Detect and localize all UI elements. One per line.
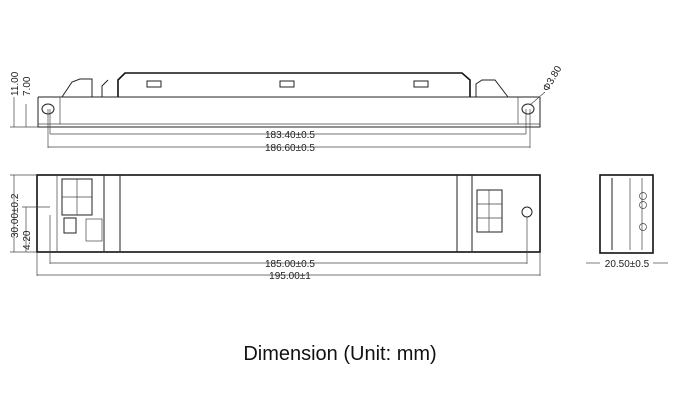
dim-overall-length: 186.60±0.5 <box>265 143 315 154</box>
dim-height-side: 20.50±0.5 <box>605 259 650 270</box>
dim-connector <box>63 217 77 234</box>
dim-hole-spacing: 183.40±0.5 <box>265 130 315 141</box>
caption: Dimension (Unit: mm) <box>243 343 437 365</box>
top-view: 183.40±0.5 186.60±0.5 11.00 7.00 Φ3.80 <box>10 64 565 154</box>
dim-offset: 4.20 <box>22 230 33 250</box>
dim-height-total: 11.00 <box>10 71 21 96</box>
dim-overall-length-front: 195.00±1 <box>269 271 311 282</box>
slot <box>146 80 162 88</box>
dim-height-flange: 7.00 <box>22 76 33 96</box>
dim-width: 30.00±0.2 <box>10 193 21 238</box>
dim-hole-diameter: Φ3.80 <box>541 64 564 94</box>
side-view: 20.50±0.5 <box>586 174 668 270</box>
mount-hole <box>521 103 535 115</box>
front-view: 185.00±0.5 195.00±1 30.00±0.2 4.20 <box>10 174 541 282</box>
slot <box>413 80 429 88</box>
mount-hole <box>521 206 533 218</box>
slot <box>279 80 295 88</box>
output-terminal <box>476 189 503 233</box>
dim-hole-to-end: 185.00±0.5 <box>265 259 315 270</box>
